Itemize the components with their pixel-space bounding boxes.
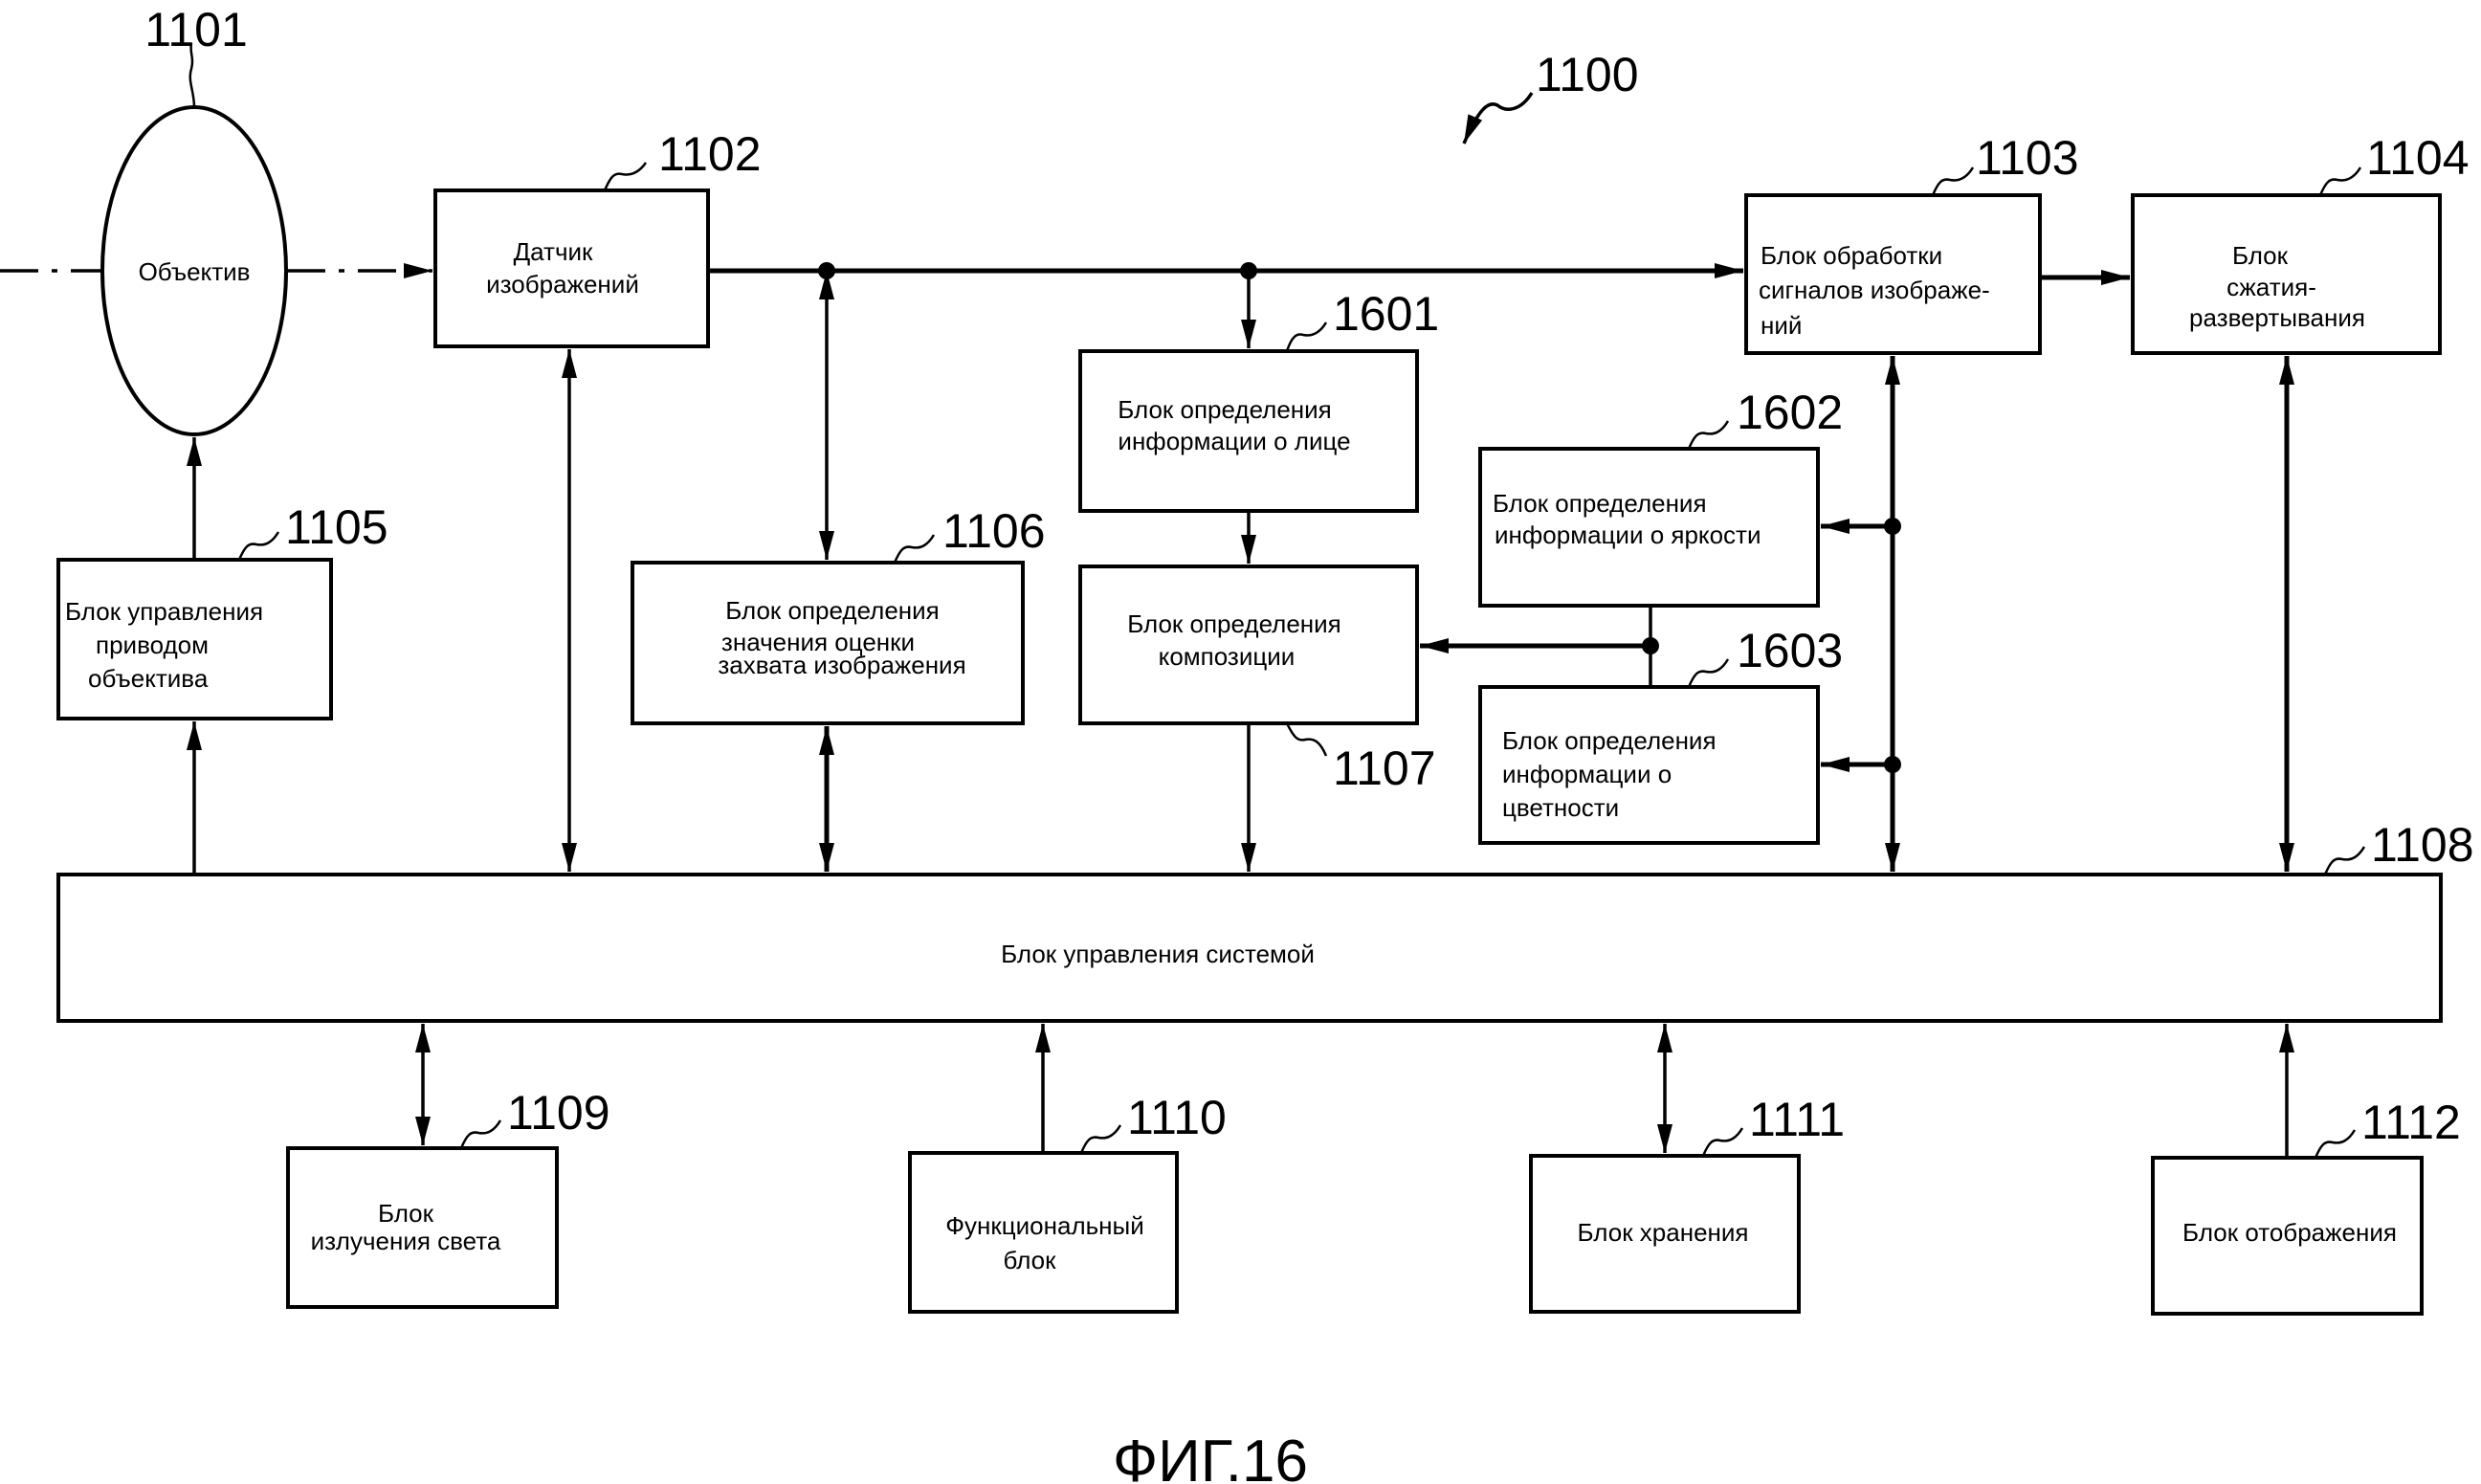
ref-1104: 1104 bbox=[2366, 131, 2470, 185]
svg-text:сигналов изображе-: сигналов изображе- bbox=[1759, 276, 1990, 304]
compression-block: Блок сжатия- развертывания bbox=[2131, 193, 2442, 355]
ref-1601: 1601 bbox=[1333, 287, 1439, 341]
svg-text:Блок определения: Блок определения bbox=[1118, 395, 1332, 424]
ref-1110: 1110 bbox=[1127, 1091, 1227, 1144]
ref-1111: 1111 bbox=[1749, 1093, 1845, 1146]
image-signal-processing-block: Блок обработки сигналов изображе- ний bbox=[1744, 193, 2042, 355]
svg-text:Датчик: Датчик bbox=[514, 237, 593, 266]
lens-drive-control-block: Блок управления приводом объектива bbox=[56, 558, 333, 720]
light-emission-block: Блок излучения света bbox=[286, 1146, 559, 1309]
svg-text:значения оценки: значения оценки bbox=[721, 628, 915, 656]
svg-text:приводом: приводом bbox=[96, 631, 209, 659]
face-info-block: Блок определения информации о лице bbox=[1078, 349, 1419, 513]
ref-1112: 1112 bbox=[2361, 1096, 2461, 1149]
ref-1105: 1105 bbox=[285, 500, 388, 554]
svg-text:Блок: Блок bbox=[378, 1199, 434, 1228]
leader-1111 bbox=[1701, 1127, 1744, 1157]
leader-1601 bbox=[1285, 321, 1328, 352]
svg-text:излучения света: излучения света bbox=[311, 1227, 501, 1255]
brightness-info-block: Блок определения информации о яркости bbox=[1478, 447, 1820, 608]
leader-1100 bbox=[1462, 92, 1534, 144]
leader-1106 bbox=[893, 534, 936, 564]
image-sensor-block: Датчик изображений bbox=[433, 188, 710, 348]
svg-text:блок: блок bbox=[1003, 1246, 1056, 1274]
svg-text:Блок управления системой: Блок управления системой bbox=[1001, 940, 1315, 968]
color-info-block: Блок определения информации о цветности bbox=[1478, 685, 1820, 845]
svg-text:изображений: изображений bbox=[486, 270, 639, 299]
svg-text:цветности: цветности bbox=[1502, 793, 1619, 822]
svg-text:Функциональный: Функциональный bbox=[945, 1211, 1143, 1240]
ref-1602: 1602 bbox=[1737, 386, 1843, 439]
ref-1100: 1100 bbox=[1536, 48, 1639, 101]
composition-block: Блок определения композиции bbox=[1078, 565, 1419, 725]
leader-1104 bbox=[2318, 166, 2362, 196]
figure-caption: ФИГ.16 bbox=[1113, 1429, 1308, 1484]
functional-block: Функциональный блок bbox=[908, 1151, 1179, 1314]
leader-1602 bbox=[1687, 420, 1730, 450]
leader-1107 bbox=[1285, 722, 1328, 757]
svg-text:развертывания: развертывания bbox=[2189, 303, 2365, 332]
ref-1107: 1107 bbox=[1333, 742, 1436, 795]
ref-1102: 1102 bbox=[658, 127, 762, 181]
leader-1603 bbox=[1687, 658, 1730, 688]
ref-1603: 1603 bbox=[1737, 624, 1843, 677]
leader-1103 bbox=[1931, 166, 1975, 196]
leader-1105 bbox=[237, 531, 280, 561]
lens-label: Объектив bbox=[139, 257, 251, 286]
svg-text:Блок: Блок bbox=[2232, 241, 2289, 270]
svg-text:информации о яркости: информации о яркости bbox=[1495, 521, 1761, 549]
ref-1106: 1106 bbox=[942, 504, 1046, 558]
ref-1109: 1109 bbox=[507, 1086, 610, 1140]
leader-1112 bbox=[2314, 1129, 2357, 1159]
leader-1102 bbox=[603, 162, 648, 191]
svg-text:Блок обработки: Блок обработки bbox=[1761, 241, 1942, 270]
svg-text:захвата изображения: захвата изображения bbox=[718, 651, 965, 679]
svg-text:Блок отображения: Блок отображения bbox=[2182, 1218, 2397, 1247]
svg-text:ний: ний bbox=[1761, 311, 1802, 340]
storage-block: Блок хранения bbox=[1529, 1154, 1801, 1314]
capture-evaluation-block: Блок определения значения оценки захвата… bbox=[631, 561, 1025, 725]
svg-text:объектива: объектива bbox=[88, 664, 209, 693]
svg-text:информации о лице: информации о лице bbox=[1118, 427, 1350, 455]
svg-text:композиции: композиции bbox=[1159, 642, 1296, 671]
leader-1110 bbox=[1079, 1124, 1122, 1154]
svg-text:Блок хранения: Блок хранения bbox=[1578, 1218, 1749, 1247]
ref-1103: 1103 bbox=[1976, 131, 2079, 185]
svg-text:сжатия-: сжатия- bbox=[2226, 273, 2316, 301]
svg-text:Блок определения: Блок определения bbox=[1127, 609, 1341, 638]
svg-text:Блок определения: Блок определения bbox=[1493, 489, 1707, 518]
ref-1101: 1101 bbox=[144, 3, 248, 56]
lens-block: Объектив bbox=[100, 105, 288, 436]
svg-text:Блок управления: Блок управления bbox=[65, 597, 263, 626]
ref-1108: 1108 bbox=[2371, 818, 2474, 872]
leader-1108 bbox=[2323, 846, 2366, 875]
svg-text:Блок определения: Блок определения bbox=[1502, 726, 1717, 755]
leader-1101 bbox=[188, 42, 196, 108]
leader-1109 bbox=[459, 1119, 502, 1149]
system-control-block: Блок управления системой bbox=[56, 873, 2443, 1023]
svg-text:информации о: информации о bbox=[1502, 760, 1672, 788]
display-block: Блок отображения bbox=[2151, 1156, 2424, 1316]
svg-text:Блок определения: Блок определения bbox=[725, 596, 940, 625]
